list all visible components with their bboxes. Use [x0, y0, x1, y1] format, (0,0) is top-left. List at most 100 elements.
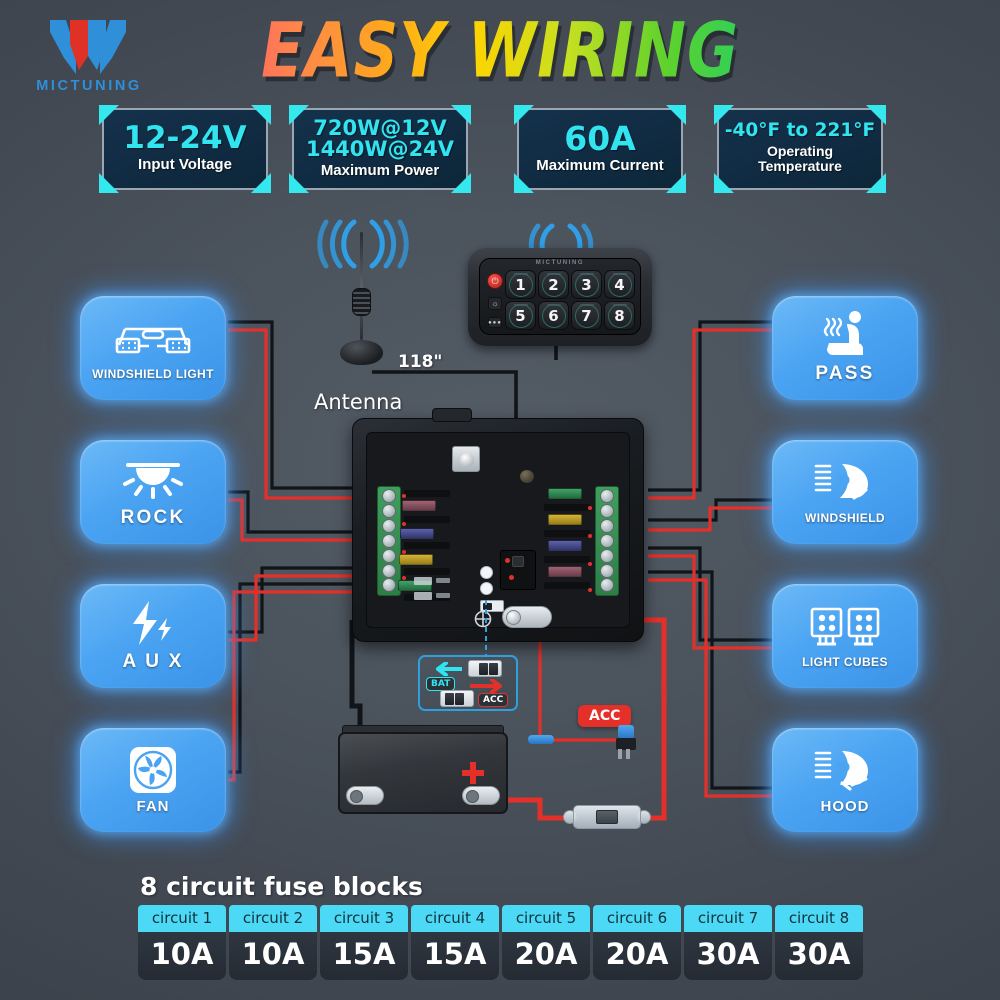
- spec-card-operating-temperature: -40°F to 221°F Operating Temperature: [714, 105, 886, 193]
- cell-value: 15A: [411, 932, 499, 980]
- spec-label-2: Temperature: [758, 158, 842, 175]
- spec-value: 12-24V: [123, 120, 247, 157]
- panel-button-7[interactable]: 7: [571, 301, 602, 330]
- output-label: FAN: [136, 797, 170, 815]
- table-row: circuit 6 20A: [593, 905, 681, 980]
- switch-panel[interactable]: MICTUNING ⏻ ☼ ●●● 1 2 3 4 5 6 7 8: [468, 248, 652, 346]
- column-header: circuit 7: [684, 905, 772, 932]
- output-rock[interactable]: ROCK: [80, 440, 226, 544]
- bat-label: BAT: [426, 677, 456, 691]
- column-header: circuit 6: [593, 905, 681, 932]
- table-row: circuit 4 15A: [411, 905, 499, 980]
- panel-button-label: 2: [548, 275, 559, 294]
- antenna-icon: [330, 232, 394, 382]
- spec-card-maximum-power: 720W@12V 1440W@24V Maximum Power: [289, 105, 471, 193]
- panel-button-2[interactable]: 2: [538, 270, 569, 299]
- battery-positive-terminal: [462, 786, 500, 805]
- output-hood[interactable]: HOOD: [772, 728, 918, 832]
- fuse-blade: [548, 514, 582, 525]
- output-label: PASS: [815, 363, 875, 384]
- cell-value: 10A: [229, 932, 317, 980]
- battery: [338, 725, 508, 814]
- output-windshield[interactable]: WINDSHIELD: [772, 440, 918, 544]
- antenna-length-label: 118": [398, 352, 443, 372]
- spec-label: Operating: [766, 142, 834, 159]
- output-label: WINDSHIELD: [805, 511, 885, 525]
- output-label: WINDSHIELD LIGHT: [92, 367, 214, 381]
- antenna-signal-waves: [317, 219, 409, 269]
- bat-arrow-icon: [436, 662, 462, 676]
- power-icon[interactable]: ⏻: [487, 273, 503, 289]
- panel-button-grid: 1 2 3 4 5 6 7 8: [505, 270, 635, 330]
- fuse-blocks-table: circuit 1 10A circuit 2 10A circuit 3 15…: [138, 905, 863, 980]
- lightning-bolt-icon: [127, 599, 179, 647]
- table-row: circuit 1 10A: [138, 905, 226, 980]
- cell-value: 10A: [138, 932, 226, 980]
- cell-value: 30A: [684, 932, 772, 980]
- mount-tab: [432, 408, 472, 422]
- column-header: circuit 2: [229, 905, 317, 932]
- spec-label: Input Voltage: [138, 156, 232, 174]
- windshield-washer-icon: [814, 459, 876, 507]
- rock-light-icon: [120, 455, 186, 503]
- fuse-blade: [400, 528, 434, 539]
- output-pass[interactable]: PASS: [772, 296, 918, 400]
- panel-button-label: 1: [515, 275, 526, 294]
- callout-leader: [485, 600, 487, 660]
- panel-button-6[interactable]: 6: [538, 301, 569, 330]
- panel-brand-label: MICTUNING: [535, 260, 585, 266]
- heated-seat-icon: [817, 311, 873, 359]
- inline-fuse-holder: [563, 800, 651, 834]
- bat-acc-mode-callout: BAT ACC: [418, 655, 518, 711]
- spec-value: 720W@12V: [313, 115, 447, 140]
- acc-arrow-icon: [470, 679, 502, 693]
- panel-button-1[interactable]: 1: [505, 270, 536, 299]
- column-header: circuit 8: [775, 905, 863, 932]
- panel-button-label: 5: [515, 306, 526, 325]
- output-windshield-light[interactable]: WINDSHIELD LIGHT: [80, 296, 226, 400]
- fuse-blade: [399, 554, 433, 565]
- panel-button-3[interactable]: 3: [571, 270, 602, 299]
- spec-label: Maximum Power: [320, 161, 440, 179]
- page-title: EASY WIRING: [15, 8, 985, 95]
- output-aux[interactable]: A U X: [80, 584, 226, 688]
- panel-button-5[interactable]: 5: [505, 301, 536, 330]
- switch-position-acc: [440, 690, 474, 707]
- output-light-cubes[interactable]: LIGHT CUBES: [772, 584, 918, 688]
- brand-logo: MICTUNING: [24, 16, 154, 102]
- acc-fuse-tap: [610, 725, 650, 765]
- battery-negative-terminal: [346, 786, 384, 805]
- fan-icon: [130, 746, 176, 794]
- brightness-icon[interactable]: ☼: [488, 297, 502, 310]
- terminal-block-left: [377, 486, 401, 596]
- table-row: circuit 2 10A: [229, 905, 317, 980]
- output-fan[interactable]: FAN: [80, 728, 226, 832]
- menu-dots-icon[interactable]: ●●●: [488, 317, 502, 328]
- panel-button-label: 6: [548, 306, 559, 325]
- table-row: circuit 8 30A: [775, 905, 863, 980]
- spec-label: Maximum Current: [536, 157, 664, 175]
- mictuning-m-logo-icon: [50, 20, 126, 74]
- wire-grommet: [520, 470, 534, 483]
- fuse-blade: [402, 500, 436, 511]
- table-row: circuit 5 20A: [502, 905, 590, 980]
- panel-button-label: 7: [581, 306, 592, 325]
- spec-value: -40°F to 221°F: [724, 120, 876, 142]
- panel-button-label: 8: [614, 306, 625, 325]
- output-label: A U X: [122, 651, 184, 672]
- antenna-label: Antenna: [314, 390, 403, 414]
- panel-button-8[interactable]: 8: [604, 301, 635, 330]
- output-label: LIGHT CUBES: [802, 655, 888, 669]
- spec-value-2: 1440W@24V: [305, 136, 455, 161]
- brand-name: MICTUNING: [24, 78, 154, 94]
- butt-connector: [528, 735, 554, 744]
- panel-button-4[interactable]: 4: [604, 270, 635, 299]
- switch-position-bat: [468, 660, 502, 677]
- light-bar-icon: [113, 315, 193, 363]
- switch-legend-icon: [414, 576, 456, 606]
- fuse-block-unit: [352, 408, 644, 642]
- output-label: HOOD: [820, 797, 870, 815]
- relay-module: [500, 550, 536, 590]
